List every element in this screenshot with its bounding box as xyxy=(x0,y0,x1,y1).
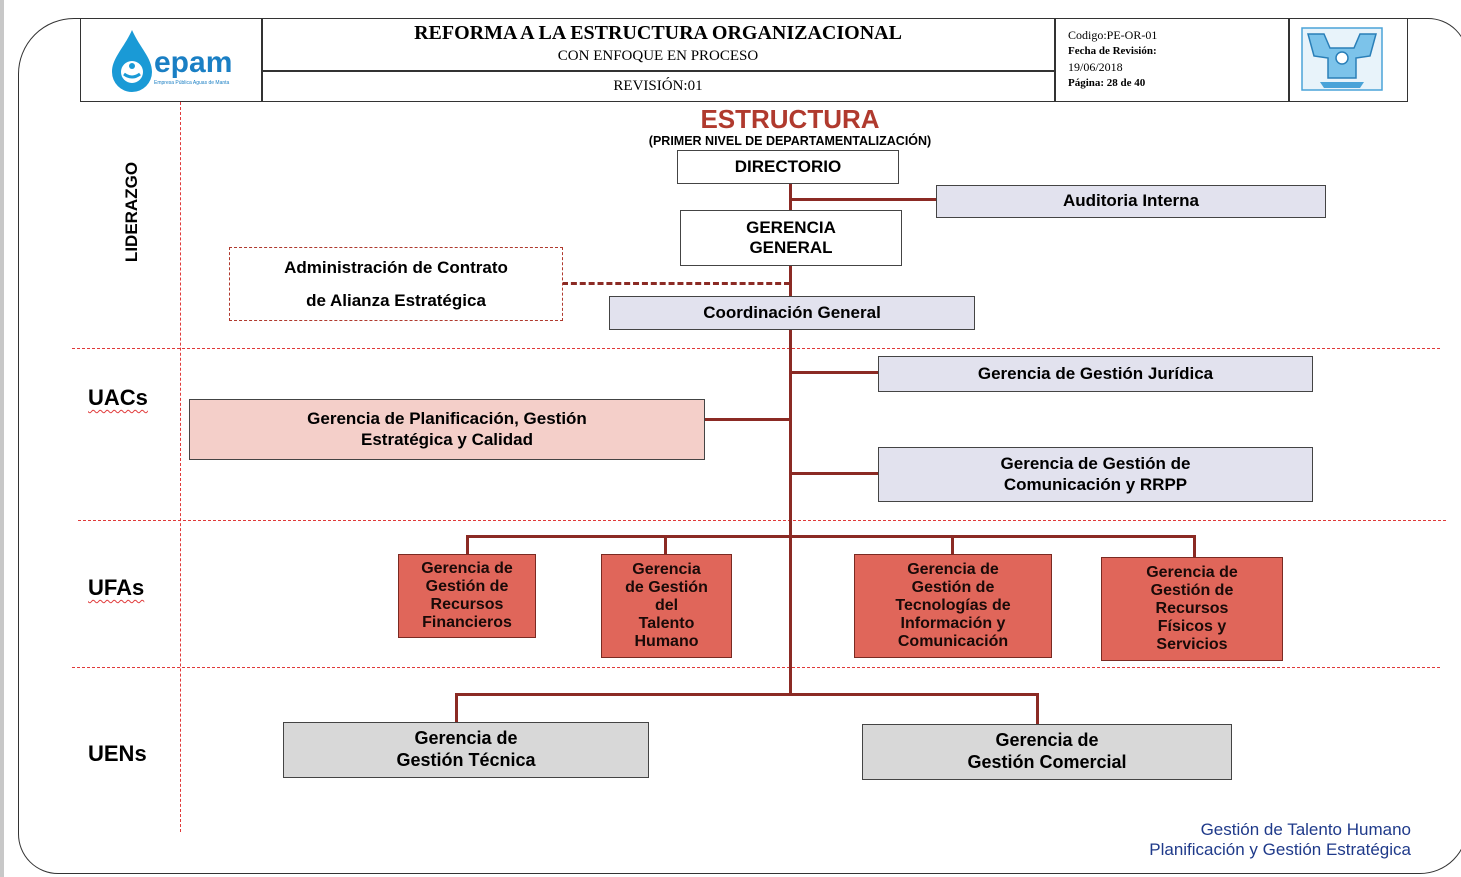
connector-ufa-drop-2 xyxy=(664,535,667,555)
section-label-ufas: UFAs xyxy=(88,575,145,600)
node-coordinacion-general: Coordinación General xyxy=(609,296,975,330)
revision-label: REVISIÓN:01 xyxy=(613,77,703,94)
section-label-uens: UENs xyxy=(88,741,147,766)
node-talento-humano: Gerencia de Gestión del Talento Humano xyxy=(601,554,732,658)
logo-subtext: Empresa Pública Aguas de Manta xyxy=(154,80,230,86)
footer-line-2: Planificación y Gestión Estratégica xyxy=(1149,840,1411,859)
section-divider-vertical xyxy=(180,102,181,832)
connector-planificacion xyxy=(704,418,790,421)
diagram-subtitle: (PRIMER NIVEL DE DEPARTAMENTALIZACIÓN) xyxy=(648,134,932,148)
connector-uen-drop-1 xyxy=(455,693,458,722)
connector-ufa-drop-1 xyxy=(466,535,469,555)
node-gestion-juridica: Gerencia de Gestión Jurídica xyxy=(878,356,1313,392)
connector-ufa-drop-4 xyxy=(1193,535,1196,558)
node-gerencia-general: GERENCIA GENERAL xyxy=(680,210,902,266)
epam-logo: epam Empresa Pública Aguas de Manta xyxy=(96,28,256,94)
connector-main-trunk xyxy=(789,183,792,696)
section-label-liderazgo: LIDERAZGO xyxy=(122,161,141,263)
node-recursos-financieros: Gerencia de Gestión de Recursos Financie… xyxy=(398,554,536,638)
footer-line-1: Gestión de Talento Humano xyxy=(1200,820,1411,839)
section-divider-3 xyxy=(72,667,1440,668)
document-code: Codigo:PE-OR-01 Fecha de Revisión: 19/06… xyxy=(1068,28,1158,89)
connector-ufa-drop-3 xyxy=(951,535,954,555)
document-subtitle: CON ENFOQUE EN PROCESO xyxy=(557,47,759,64)
node-admin-contrato: Administración de Contrato de Alianza Es… xyxy=(229,247,563,321)
connector-uen-drop-2 xyxy=(1036,693,1039,724)
connector-uen-bus xyxy=(455,693,1039,696)
node-gestion-comercial: Gerencia de Gestión Comercial xyxy=(862,724,1232,780)
connector-admin-contrato xyxy=(562,282,790,285)
connector-comunicacion xyxy=(789,472,879,475)
window-edge xyxy=(0,0,4,877)
section-divider-2 xyxy=(78,520,1446,521)
node-directorio: DIRECTORIO xyxy=(677,150,899,184)
node-gestion-tecnica: Gerencia de Gestión Técnica xyxy=(283,722,649,778)
logo-text: epam xyxy=(154,46,233,79)
manta-emblem-icon xyxy=(1300,26,1384,92)
node-tecnologias: Gerencia de Gestión de Tecnologías de In… xyxy=(854,554,1052,658)
footer-credits: Gestión de Talento Humano Planificación … xyxy=(1040,820,1411,860)
node-comunicacion: Gerencia de Gestión de Comunicación y RR… xyxy=(878,447,1313,502)
connector-juridica xyxy=(789,371,879,374)
section-divider-1 xyxy=(72,348,1440,349)
connector-auditoria xyxy=(789,198,937,201)
node-recursos-fisicos: Gerencia de Gestión de Recursos Físicos … xyxy=(1101,557,1283,661)
document-header xyxy=(80,18,1408,102)
diagram-title: ESTRUCTURA xyxy=(700,103,880,134)
water-drop-icon xyxy=(112,30,152,92)
connector-ufa-bus xyxy=(466,535,1196,538)
node-planificacion: Gerencia de Planificación, Gestión Estra… xyxy=(189,399,705,460)
section-label-uacs: UACs xyxy=(88,385,148,410)
node-auditoria-interna: Auditoria Interna xyxy=(936,185,1326,218)
document-title: REFORMA A LA ESTRUCTURA ORGANIZACIONAL xyxy=(414,21,902,44)
